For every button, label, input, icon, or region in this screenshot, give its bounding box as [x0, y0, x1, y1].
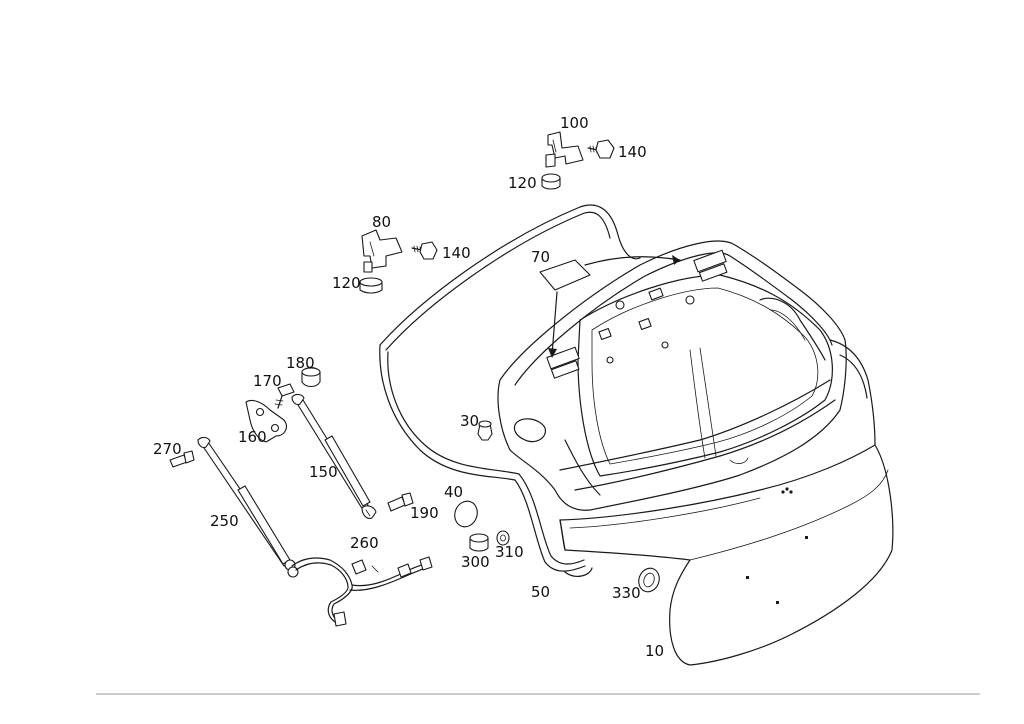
cap-40 [454, 500, 478, 528]
label-70: 70 [531, 248, 550, 266]
harness-260 [291, 556, 433, 627]
label-330: 330 [612, 584, 641, 602]
label-140-top: 140 [618, 143, 647, 161]
label-50: 50 [531, 583, 550, 601]
tailgate-inner-frame [497, 240, 847, 511]
screw-140-top [587, 139, 615, 159]
label-100: 100 [560, 114, 589, 132]
bracket-160 [245, 399, 287, 443]
label-40: 40 [444, 483, 463, 501]
bolt-170 [274, 383, 295, 409]
label-160: 160 [238, 428, 267, 446]
button-330 [638, 567, 660, 593]
label-190: 190 [410, 504, 439, 522]
hinge-100 [541, 131, 584, 190]
strut-250 [197, 436, 299, 578]
clip-30 [477, 420, 493, 441]
label-250: 250 [210, 512, 239, 530]
label-10: 10 [645, 642, 664, 660]
strut-150 [291, 393, 377, 519]
label-120-top: 120 [508, 174, 537, 192]
grommet-180 [301, 366, 321, 388]
pin-270 [169, 450, 195, 468]
label-30: 30 [460, 412, 479, 430]
label-140-left: 140 [442, 244, 471, 262]
label-300: 300 [461, 553, 490, 571]
label-180: 180 [286, 354, 315, 372]
label-120-left: 120 [332, 274, 361, 292]
pin-190 [387, 492, 414, 512]
hinge-80 [359, 229, 403, 294]
label-310: 310 [495, 543, 524, 561]
label-170: 170 [253, 372, 282, 390]
tailgate-outer-panel-10 [559, 339, 894, 666]
seal-50 [379, 204, 641, 577]
part-labels: 100 140 120 80 140 120 70 180 170 160 30… [153, 114, 664, 660]
label-150: 150 [309, 463, 338, 481]
label-260: 260 [350, 534, 379, 552]
label-270: 270 [153, 440, 182, 458]
washer-310 [496, 530, 510, 546]
screw-140-left [411, 241, 438, 260]
bumper-300 [469, 533, 489, 552]
label-80: 80 [372, 213, 391, 231]
part-70-plate [539, 255, 681, 358]
